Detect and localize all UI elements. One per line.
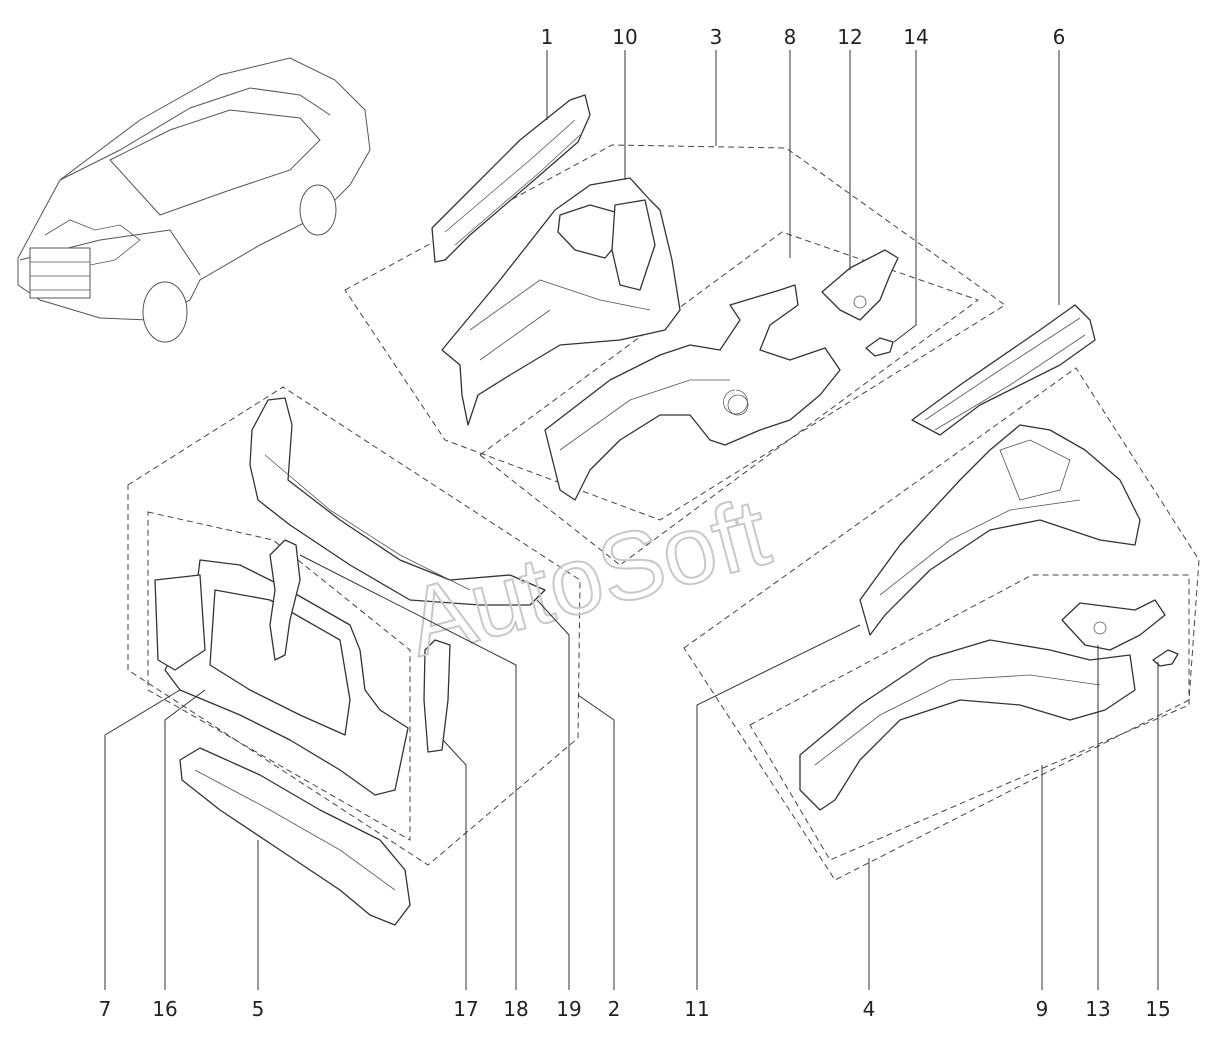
callout-13: 13 <box>1085 997 1110 1021</box>
callouts-bottom: 7 16 5 17 18 19 2 11 4 9 13 15 <box>99 997 1171 1021</box>
car-overview-illustration <box>17 57 371 343</box>
part-18-bracket <box>269 539 301 661</box>
callout-7: 7 <box>99 997 112 1021</box>
part-15-pad <box>1152 649 1179 667</box>
part-13-bracket <box>1061 599 1166 651</box>
callout-10: 10 <box>612 25 637 49</box>
part-12-bracket <box>821 249 899 321</box>
group-outlines <box>127 144 1200 881</box>
callout-9: 9 <box>1036 997 1049 1021</box>
part-10-wheel-arch <box>441 177 681 426</box>
part-14-pad <box>865 337 894 357</box>
part-6-rail <box>911 304 1096 436</box>
callout-12: 12 <box>837 25 862 49</box>
part-9-inner-member <box>799 639 1136 811</box>
callouts-top: 1 10 3 8 12 14 6 <box>541 25 1066 49</box>
part-8-inner-member <box>544 284 841 501</box>
callout-19: 19 <box>556 997 581 1021</box>
callout-3: 3 <box>710 25 723 49</box>
group-outline-7 <box>147 511 411 841</box>
callout-4: 4 <box>863 997 876 1021</box>
callout-1: 1 <box>541 25 554 49</box>
part-16-radiator-frame <box>154 559 409 796</box>
part-5-lower-crossmember <box>179 747 411 926</box>
callout-6: 6 <box>1053 25 1066 49</box>
group-outline-3 <box>344 144 1006 521</box>
group-outline-8 <box>479 231 980 566</box>
part-19-upper-crossmember <box>249 397 546 606</box>
callout-2: 2 <box>608 997 621 1021</box>
callout-14: 14 <box>903 25 928 49</box>
part-11-wheel-arch <box>859 424 1141 636</box>
callout-11: 11 <box>684 997 709 1021</box>
part-1-rail <box>431 94 591 263</box>
group-outline-9 <box>749 574 1190 861</box>
callout-15: 15 <box>1145 997 1170 1021</box>
part-17-side-support <box>423 639 451 753</box>
callout-16: 16 <box>152 997 177 1021</box>
group-outline-2 <box>127 386 581 866</box>
callout-8: 8 <box>784 25 797 49</box>
callout-17: 17 <box>453 997 478 1021</box>
group-outline-4 <box>683 367 1200 881</box>
callout-5: 5 <box>252 997 265 1021</box>
leader-lines <box>104 50 1159 990</box>
watermark: AutoSoft <box>396 478 779 677</box>
callout-18: 18 <box>503 997 528 1021</box>
